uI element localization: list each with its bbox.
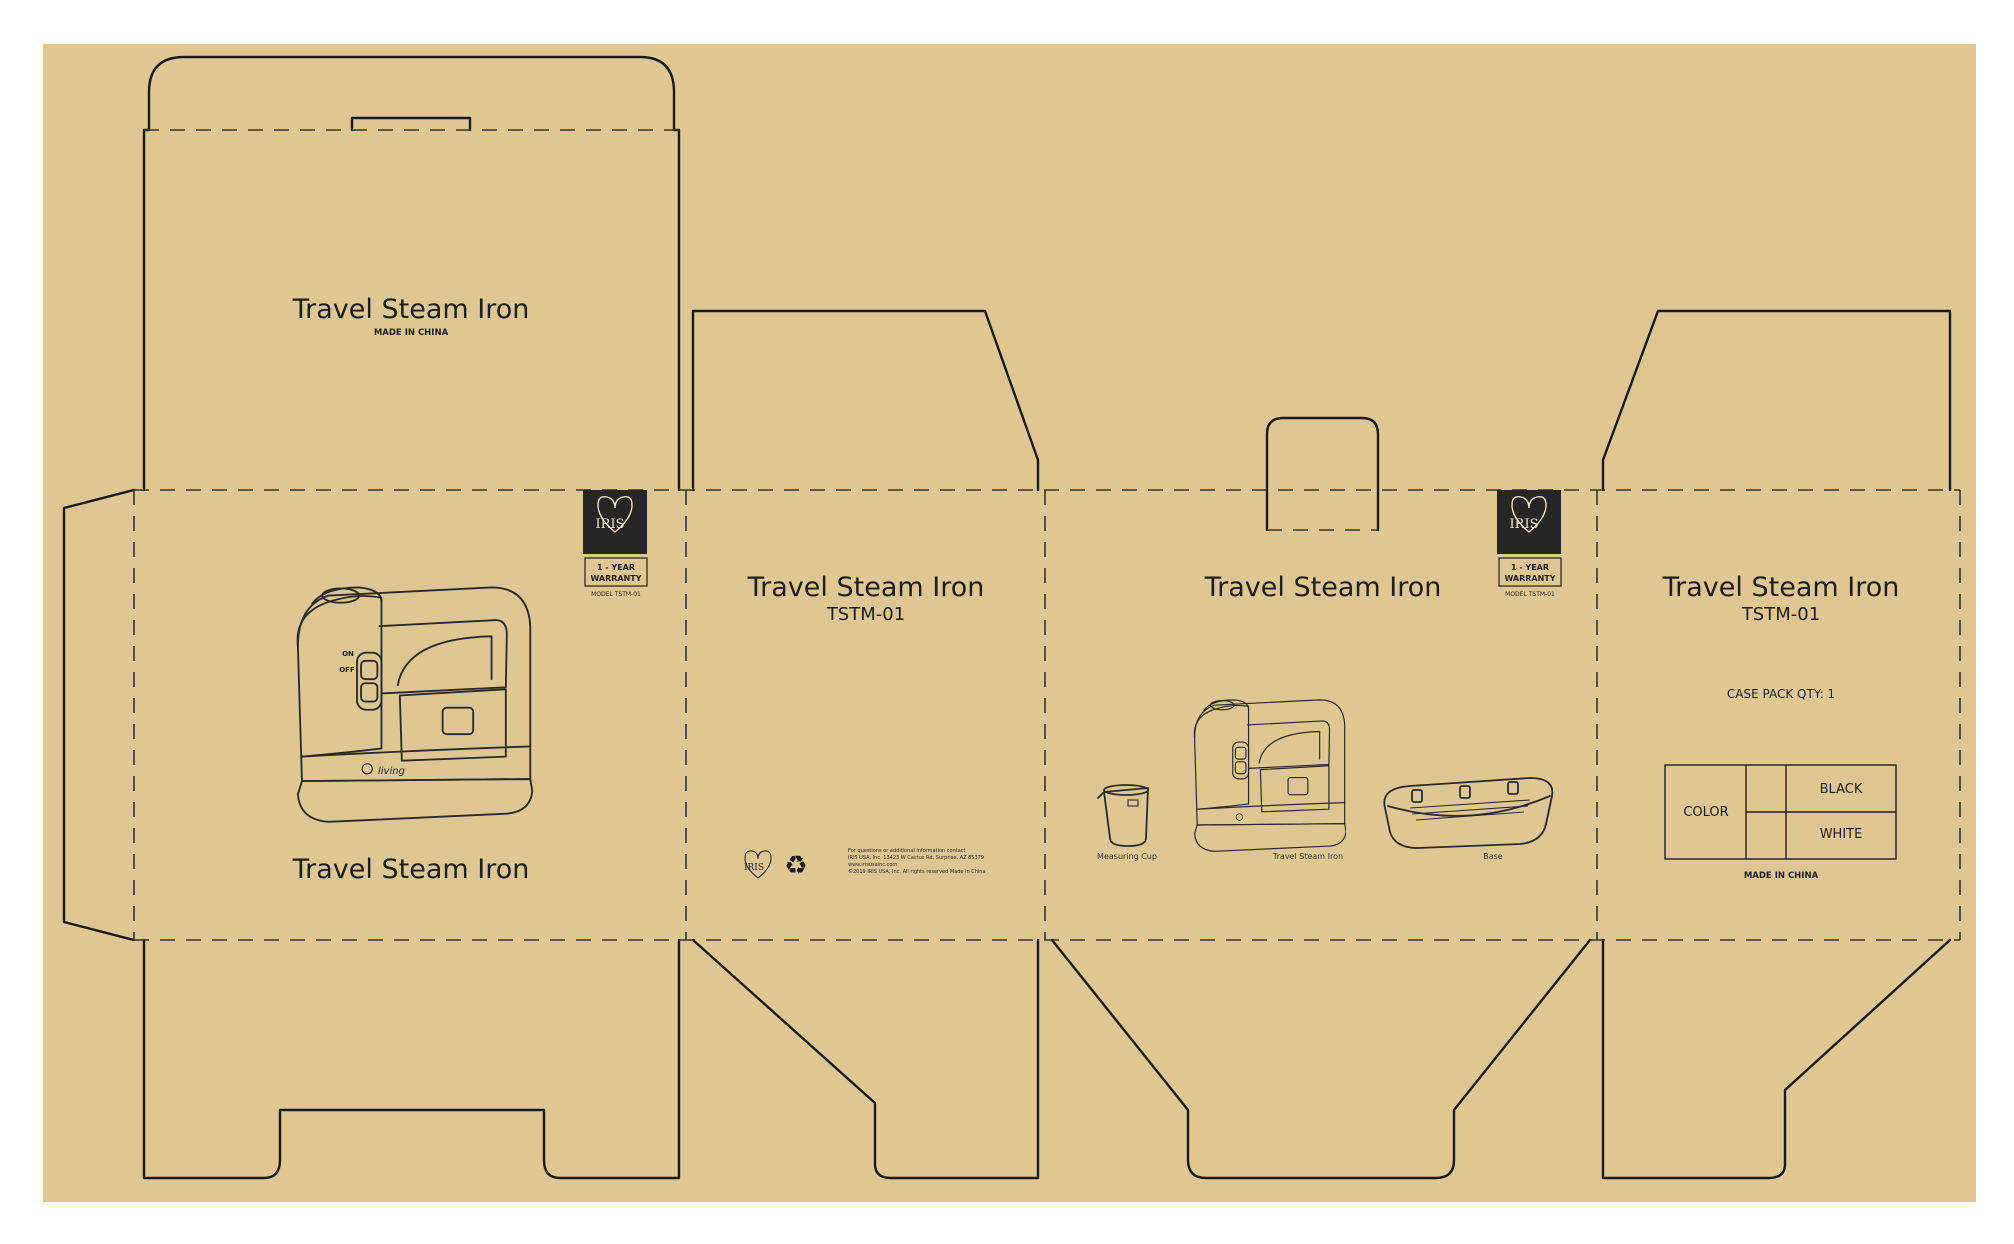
contact-line-1: For questions or additional information … bbox=[848, 848, 966, 854]
bottom-flap-3 bbox=[1050, 938, 1592, 1180]
iris-logo-icon-back bbox=[1497, 490, 1561, 554]
off-label: OFF bbox=[339, 666, 355, 674]
glue-flap-outline bbox=[62, 488, 136, 942]
case-pack-qty: CASE PACK QTY: 1 bbox=[1727, 687, 1835, 701]
measuring-cup-illustration bbox=[1097, 784, 1149, 847]
contact-line-2: IRIS USA, Inc. 13423 W Cactus Rd, Surpri… bbox=[848, 855, 984, 861]
top-tuck-flap-outline bbox=[142, 55, 681, 492]
side-left-title: Travel Steam Iron bbox=[747, 572, 985, 603]
bottom-flap-4 bbox=[1601, 938, 1952, 1180]
svg-text:MODEL TSTM-01: MODEL TSTM-01 bbox=[591, 591, 641, 598]
top-flap-origin: MADE IN CHINA bbox=[374, 328, 449, 338]
top-dust-flap-right bbox=[1601, 309, 1952, 492]
svg-text:♻: ♻ bbox=[784, 851, 807, 881]
svg-text:MODEL TSTM-01: MODEL TSTM-01 bbox=[1505, 591, 1555, 598]
top-dust-flap-left bbox=[691, 309, 1040, 492]
caption-base: Base bbox=[1483, 852, 1503, 861]
svg-text:1 - YEAR: 1 - YEAR bbox=[597, 563, 635, 572]
bottom-flap-1 bbox=[142, 938, 681, 1180]
front-panel-title: Travel Steam Iron bbox=[292, 854, 530, 885]
contact-line-3: www.irisusainc.com bbox=[848, 862, 897, 868]
on-label: ON bbox=[342, 650, 354, 658]
svg-text:1 - YEAR: 1 - YEAR bbox=[1511, 563, 1549, 572]
bottom-flap-2 bbox=[691, 938, 1040, 1180]
caption-travel-steam-iron: Travel Steam Iron bbox=[1272, 852, 1343, 861]
svg-text:IRIS: IRIS bbox=[744, 863, 764, 873]
brand-script: living bbox=[378, 766, 405, 777]
side-left-model: TSTM-01 bbox=[826, 604, 905, 625]
hanger-tab bbox=[1265, 416, 1380, 532]
base-tray-illustration bbox=[1383, 777, 1554, 849]
caption-measuring-cup: Measuring Cup bbox=[1097, 852, 1157, 861]
side-right-origin: MADE IN CHINA bbox=[1744, 871, 1819, 881]
kraft-board bbox=[43, 44, 1976, 1202]
tuck-slot bbox=[350, 116, 472, 132]
svg-text:IRIS: IRIS bbox=[596, 517, 625, 532]
color-option-black: BLACK bbox=[1820, 782, 1863, 797]
iris-logo-icon bbox=[583, 490, 647, 554]
front-warranty-badge: IRIS 1 - YEAR WARRANTY MODEL TSTM-01 bbox=[583, 490, 648, 598]
svg-text:WARRANTY: WARRANTY bbox=[1504, 574, 1555, 583]
iris-heart-logo-icon: IRIS bbox=[744, 850, 772, 879]
back-panel-title: Travel Steam Iron bbox=[1204, 572, 1442, 603]
recycle-icon: ♻ bbox=[784, 851, 807, 881]
fold-lines bbox=[133, 129, 1961, 941]
svg-text:IRIS: IRIS bbox=[1510, 517, 1539, 532]
color-option-white: WHITE bbox=[1820, 827, 1863, 842]
side-right-model: TSTM-01 bbox=[1741, 604, 1820, 625]
svg-text:WARRANTY: WARRANTY bbox=[590, 574, 641, 583]
contact-line-4: ©2019 IRIS USA, Inc. All rights reserved… bbox=[848, 868, 986, 875]
color-table: COLOR BLACK WHITE bbox=[1664, 764, 1897, 860]
side-right-title: Travel Steam Iron bbox=[1662, 572, 1900, 603]
back-warranty-badge: IRIS 1 - YEAR WARRANTY MODEL TSTM-01 bbox=[1497, 490, 1562, 598]
color-table-header: COLOR bbox=[1683, 805, 1728, 820]
top-flap-title: Travel Steam Iron bbox=[292, 294, 530, 325]
